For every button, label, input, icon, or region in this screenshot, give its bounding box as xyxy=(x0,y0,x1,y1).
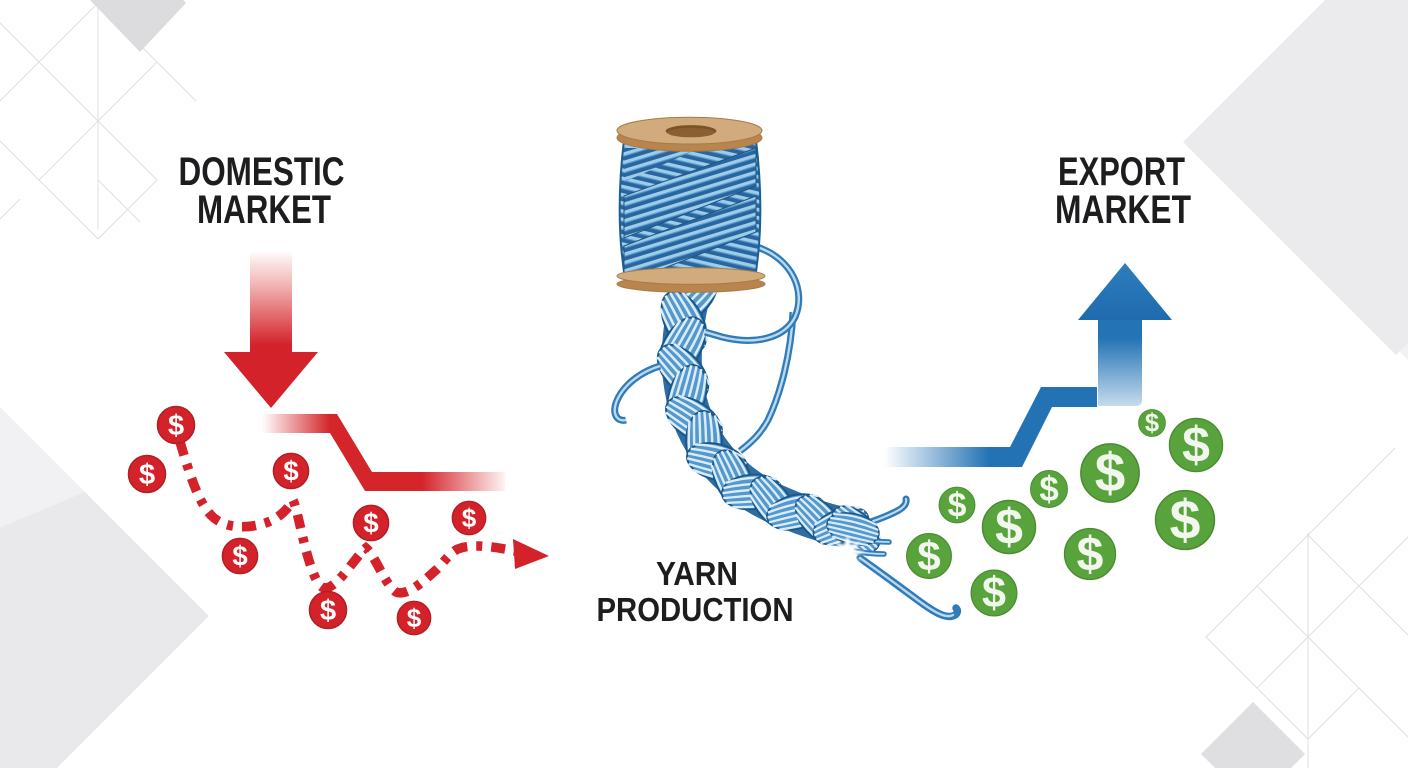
svg-text:MARKET: MARKET xyxy=(197,188,331,232)
svg-text:YARN: YARN xyxy=(656,556,738,593)
svg-text:MARKET: MARKET xyxy=(1055,188,1191,232)
svg-text:DOMESTIC: DOMESTIC xyxy=(179,150,345,194)
svg-text:EXPORT: EXPORT xyxy=(1058,150,1185,194)
svg-text:PRODUCTION: PRODUCTION xyxy=(597,592,794,629)
